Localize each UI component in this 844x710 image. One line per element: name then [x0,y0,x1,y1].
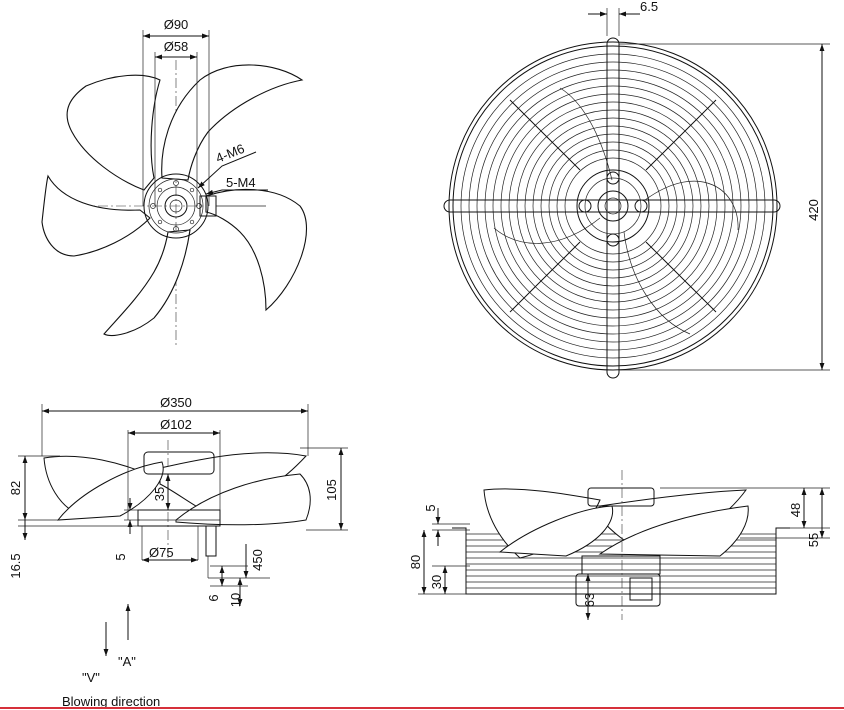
guard-ring [492,85,734,327]
guard-side-view: 5 80 30 48 55 63 [408,470,830,620]
guard-ring [508,101,718,311]
guard-ring [564,157,662,255]
guard-ring [500,93,726,319]
guard-outer-ring [448,41,778,371]
dim-thread-m4: 5-M4 [226,175,256,190]
dim-impeller-diameter: Ø350 [160,395,192,410]
dim-cable-10: 10 [228,593,243,607]
guard-ring [468,61,758,351]
blowing-direction-label: Blowing direction [62,694,160,709]
dim-side-motor-depth: 63 [582,593,597,607]
dim-total-height: 105 [324,479,339,501]
guard-ring [540,133,686,279]
guard-ring [556,149,670,263]
dim-guard-height: 420 [806,199,821,221]
dim-hub-outer: Ø90 [164,17,189,32]
dim-hub-gap: 5 [113,553,128,560]
guard-ring [524,117,702,295]
guard-ring [548,141,678,271]
guard-ring [516,109,710,303]
dim-hub-inner: Ø58 [164,39,189,54]
dim-shaft-diameter: Ø75 [149,545,174,560]
guard-ring [484,77,742,335]
dim-side-base: 30 [429,575,444,589]
footer-accent-line [0,707,844,709]
dim-side-motor: 48 [788,503,803,517]
impeller-front-view: Ø90 Ø58 4-M6 5-M4 [41,17,308,345]
guard-ring [476,69,750,343]
guard-rings [448,41,778,371]
direction-v-label: "V" [82,670,100,685]
dim-side-height: 80 [408,555,423,569]
dim-hub-height: 35 [152,487,167,501]
airflow-direction-legend: "V" "A" Blowing direction [62,604,160,709]
dim-base-height: 16.5 [8,553,23,578]
dim-cable-length: 450 [250,549,265,571]
guard-ring [460,53,766,359]
guard-ring [452,45,774,367]
dim-side-total: 55 [806,533,821,547]
hub-holes [150,180,202,232]
guard-front-view: 6.5 420 [443,0,830,379]
direction-a-label: "A" [118,654,136,669]
dim-guard-bar: 6.5 [640,0,658,14]
impeller-side-view: Ø350 Ø102 82 105 35 5 16.5 Ø75 [8,395,348,607]
dim-side-top-gap: 5 [423,504,438,511]
dim-motor-diameter: Ø102 [160,417,192,432]
dim-cable-6: 6 [206,594,221,601]
dim-blade-height: 82 [8,481,23,495]
guard-ring [532,125,694,287]
dim-thread-m6: 4-M6 [214,141,247,166]
